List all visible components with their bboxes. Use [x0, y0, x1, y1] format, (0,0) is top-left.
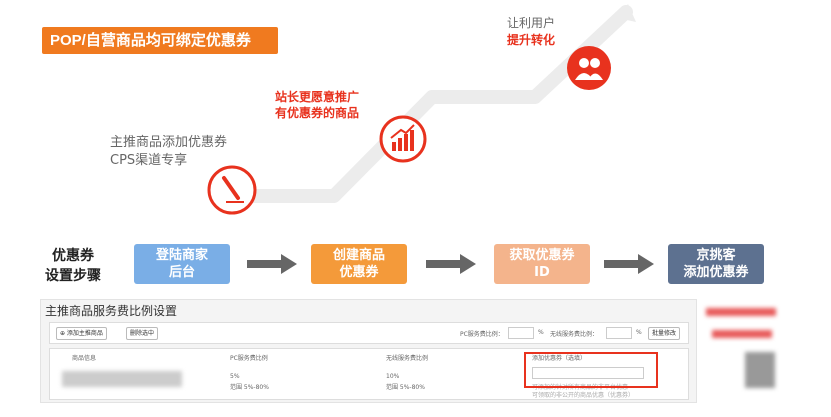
col-pc-rate: PC服务费比例: [230, 355, 268, 362]
blurred-image: [745, 352, 775, 388]
top-note-line1: 让利用户: [507, 16, 556, 30]
mid-note-line1: 站长更愿意推广: [275, 90, 360, 104]
delete-selected-button[interactable]: 删除选中: [126, 327, 159, 340]
add-promoted-product-button[interactable]: ⊕ 添加主推商品: [56, 327, 107, 340]
arrow-right-icon: [426, 254, 476, 274]
step-add-line1: 京挑客: [696, 248, 736, 263]
step-getid-line1: 获取优惠券: [509, 248, 575, 263]
pc-rate-range: 范围 5%-80%: [230, 384, 269, 391]
step-add-line2: 添加优惠券: [683, 265, 749, 280]
mid-note-line2: 有优惠券的商品: [275, 106, 360, 120]
batch-edit-button[interactable]: 批量修改: [648, 327, 681, 340]
coupon-id-input[interactable]: [532, 367, 644, 379]
users-icon: [567, 46, 611, 90]
step-login: 登陆商家 后台: [134, 244, 230, 284]
settings-title: 主推商品服务费比例设置: [45, 304, 178, 318]
arrow-right-icon: [604, 254, 654, 274]
blurred-text: [706, 308, 776, 316]
product-thumbnail: [62, 371, 182, 387]
steps-title-line1: 优惠券: [52, 248, 94, 264]
blurred-text: [712, 330, 772, 338]
steps-title: 优惠券 设置步骤: [40, 246, 106, 286]
col-wireless-rate: 无线服务费比例: [386, 355, 429, 362]
steps-title-line2: 设置步骤: [45, 268, 101, 284]
low-note-line2: CPS渠道专享: [110, 153, 188, 168]
pc-rate-label: PC服务费比例：: [460, 331, 504, 338]
low-note-line1: 主推商品添加优惠券: [110, 135, 228, 150]
pen-icon: [207, 165, 257, 215]
top-note-line2: 提升转化: [507, 33, 556, 47]
step-getid-line2: ID: [534, 265, 550, 280]
wireless-rate-range: 范围 5%-80%: [386, 384, 425, 391]
coupon-hint-line2: 可领取的非公开的商品优惠（优惠券）: [532, 392, 635, 399]
wireless-rate-label: 无线服务费比例：: [550, 331, 599, 338]
pc-percent: %: [538, 329, 544, 336]
headline-banner: POP/自营商品均可绑定优惠券: [42, 27, 278, 54]
staircase-graphic: [207, 4, 636, 215]
col-product-info: 商品信息: [72, 355, 97, 362]
coupon-highlight-box: [524, 352, 658, 388]
step-add-coupon: 京挑客 添加优惠券: [668, 244, 764, 284]
step-create-line2: 优惠券: [339, 265, 379, 280]
wireless-percent: %: [636, 329, 642, 336]
step-create-coupon: 创建商品 优惠券: [311, 244, 407, 284]
wireless-rate-input[interactable]: [606, 327, 632, 339]
pc-rate-value: 5%: [230, 373, 240, 380]
pc-rate-input[interactable]: [508, 327, 534, 339]
step-get-coupon-id: 获取优惠券 ID: [494, 244, 590, 284]
arrow-right-icon: [247, 254, 297, 274]
col-add-coupon: 添加优惠券（选填）: [532, 355, 587, 362]
chart-up-icon: [379, 115, 427, 163]
step-login-line1: 登陆商家: [155, 248, 208, 263]
wireless-rate-value: 10%: [386, 373, 400, 380]
step-create-line1: 创建商品: [332, 248, 385, 263]
embedded-settings-screenshot: 主推商品服务费比例设置 ⊕ 添加主推商品 删除选中 PC服务费比例： % 无线服…: [40, 299, 697, 403]
step-login-line2: 后台: [168, 265, 195, 280]
settings-toolbar: ⊕ 添加主推商品 删除选中 PC服务费比例： % 无线服务费比例： % 批量修改: [49, 322, 689, 344]
